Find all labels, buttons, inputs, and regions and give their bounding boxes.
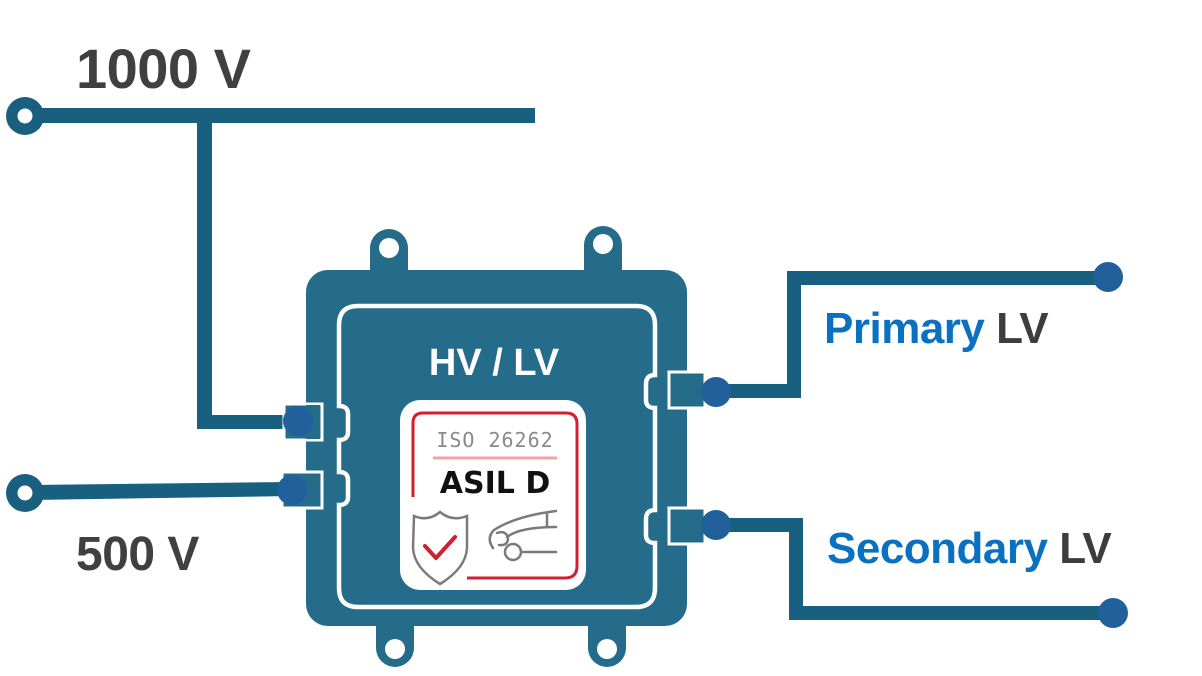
mount-hole-icon [597,639,617,659]
lv-wires [716,271,1113,620]
badge-red-frame [411,411,579,580]
wire-primary-run [787,271,1108,285]
port-dot-icon [277,475,307,505]
badge-rating: ASIL D [440,466,550,501]
port-dot-icon [701,510,731,540]
voltage-label-1000v: 1000 V [76,37,251,100]
hv-wires [30,108,535,500]
badge-standard: ISO 26262 [436,428,553,452]
wire-1000v-to-module [197,415,297,429]
output-terminals [1093,262,1128,628]
mount-hole-icon [379,238,399,258]
terminal-primary-icon [1093,262,1123,292]
mount-hole-icon [385,639,405,659]
wire-500v [30,482,292,500]
module-title: HV / LV [429,342,560,384]
car-icon [488,509,558,562]
shield-check-icon [411,510,469,586]
wire-1000v-drop [197,108,212,429]
wire-1000v-bus [30,108,535,123]
wire-secondary-run [789,606,1113,620]
primary-label-suffix: LV [996,304,1049,353]
secondary-label-accent: Secondary [827,524,1048,573]
secondary-lv-label: Secondary LV [827,524,1112,573]
iso-badge: ISO 26262 ASIL D [400,400,586,590]
wire-primary-stub [716,384,801,398]
voltage-label-500v: 500 V [76,528,199,581]
port-dot-icon [283,406,313,436]
wire-secondary-drop [789,518,803,620]
terminal-secondary-icon [1098,598,1128,628]
secondary-label-suffix: LV [1059,524,1112,573]
mount-hole-icon [593,234,613,254]
input-terminals [6,97,44,512]
primary-lv-label: Primary LV [824,304,1049,353]
badge-background [400,400,586,590]
port-dot-icon [701,377,731,407]
wire-primary-riser [787,271,801,398]
converter-module: HV / LV ISO 26262 ASIL D [277,226,731,667]
wire-secondary-stub [716,518,803,532]
primary-label-accent: Primary [824,304,985,353]
module-inner-outline [336,303,658,610]
